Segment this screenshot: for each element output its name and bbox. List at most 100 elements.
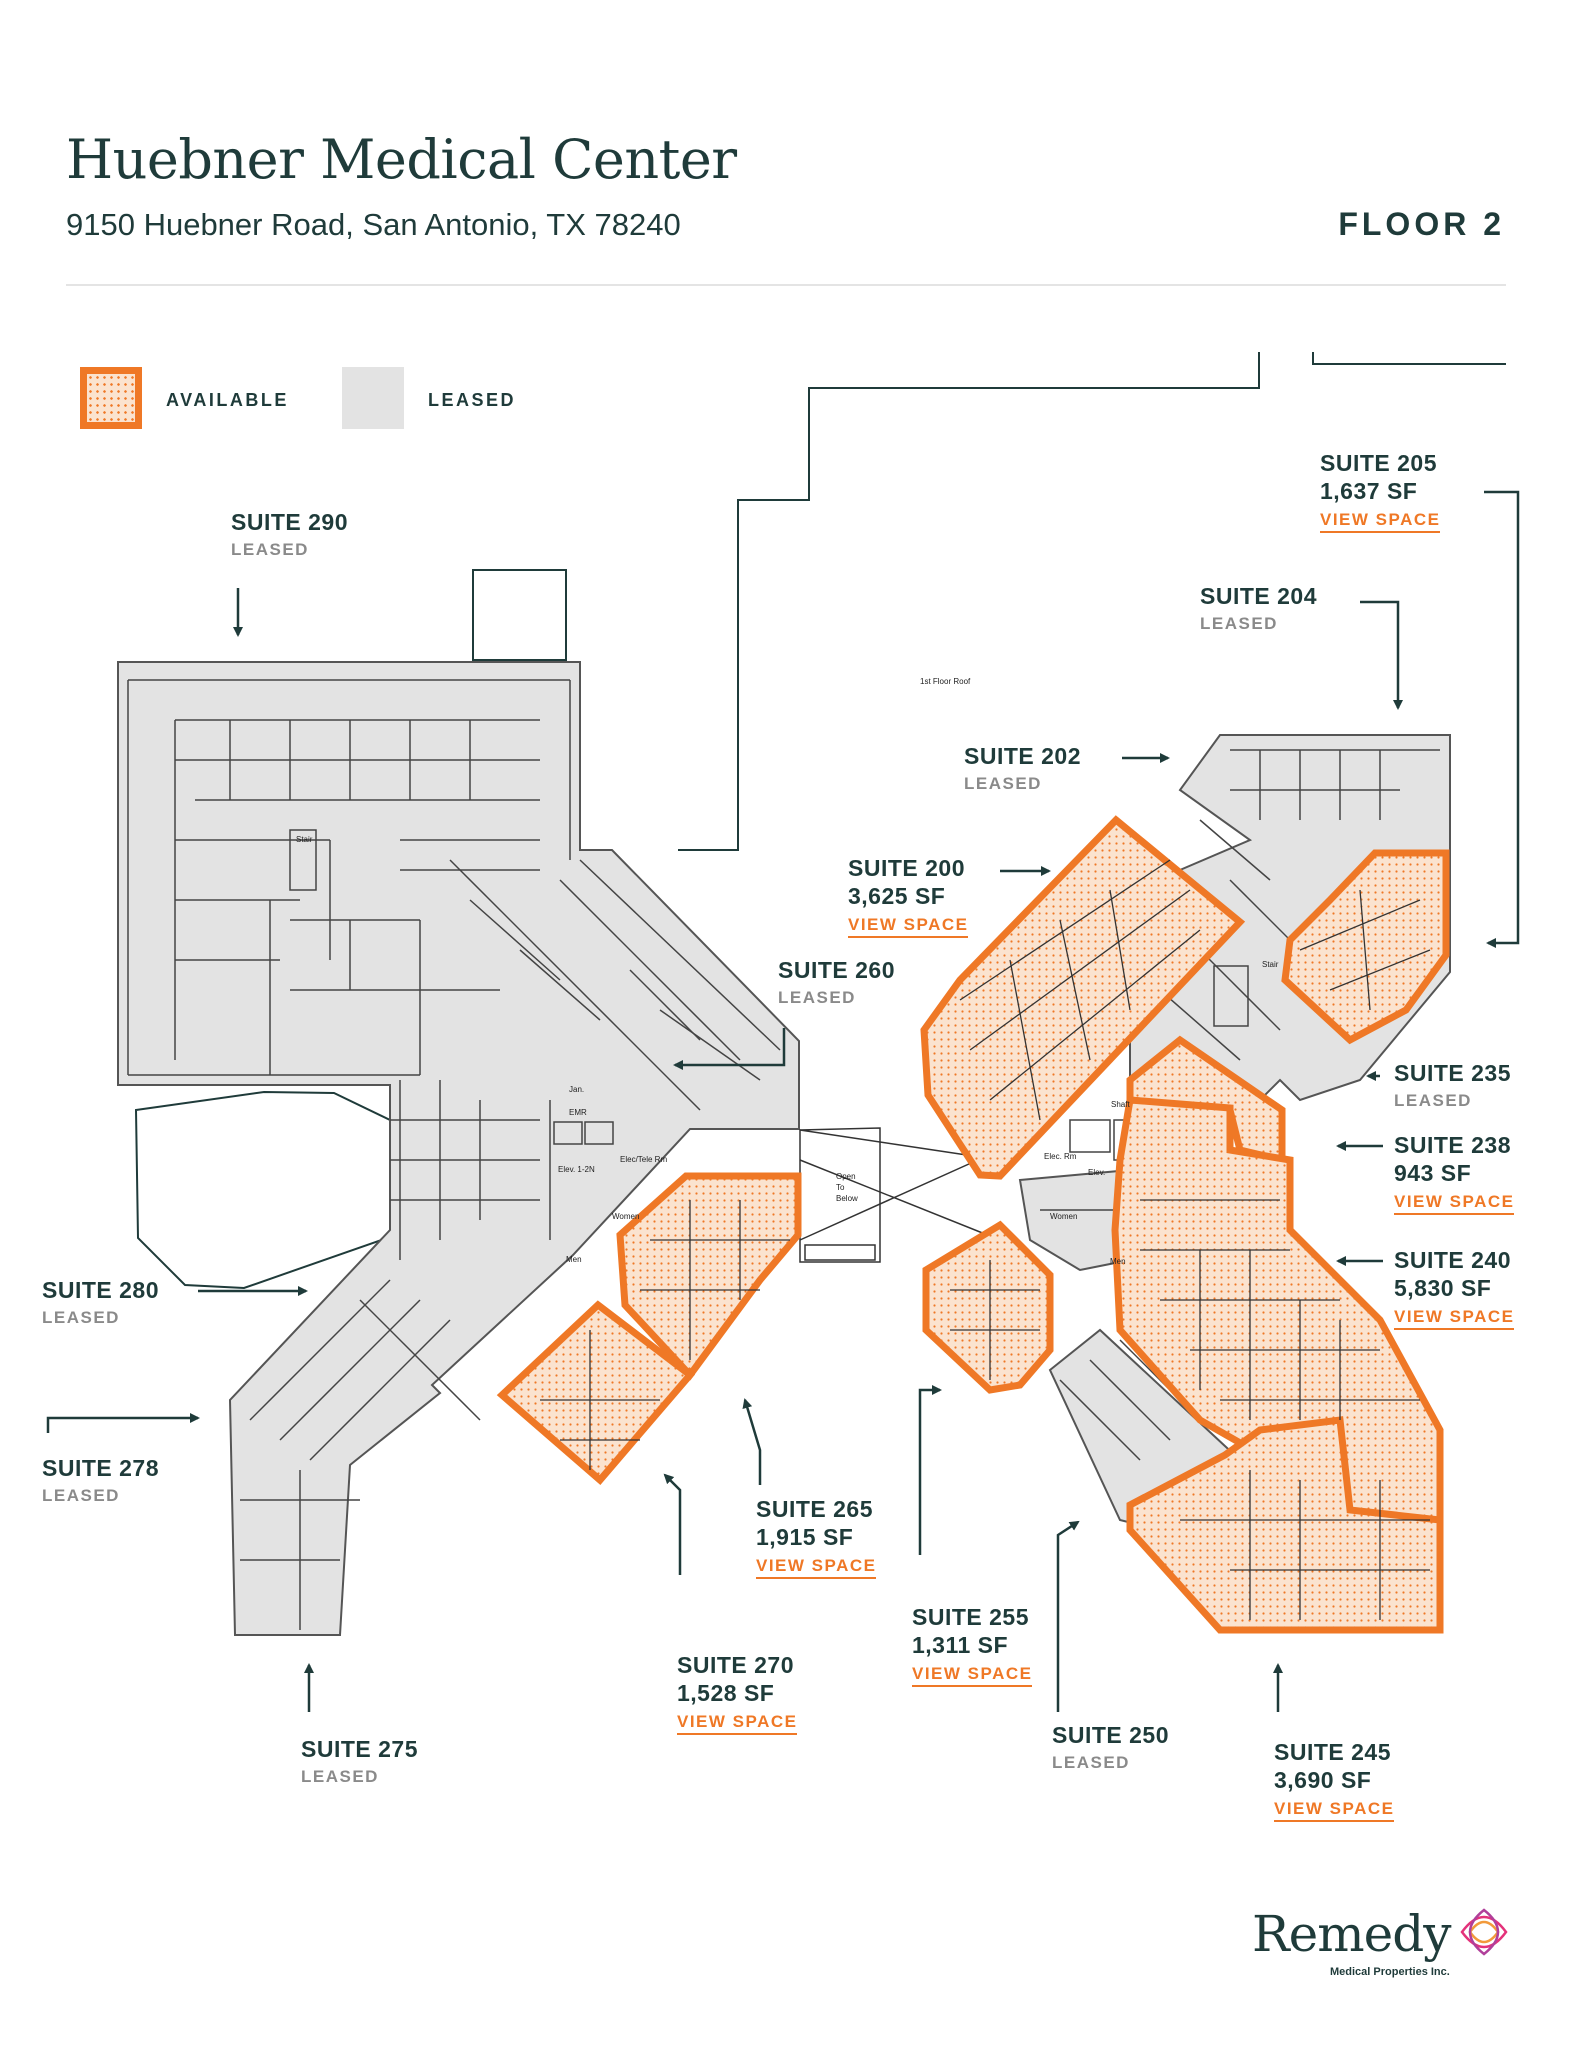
suite-name: SUITE 265: [756, 1496, 873, 1522]
emr-note: EMR: [569, 1108, 587, 1117]
suite-278-label: SUITE 278 LEASED: [42, 1455, 159, 1506]
shaft-note: Shaft: [1111, 1100, 1130, 1109]
suite-200-label: SUITE 200 3,625 SF VIEW SPACE: [848, 855, 969, 938]
suite-name: SUITE 200: [848, 855, 965, 881]
available-suites: [496, 815, 1450, 1634]
elec-tele-note: Elec/Tele Rm: [620, 1155, 668, 1164]
suite-status: LEASED: [301, 1766, 379, 1786]
suite-238-area: [1126, 1035, 1286, 1165]
suite-275-label: SUITE 275 LEASED: [301, 1736, 418, 1787]
suite-area: 3,625 SF: [848, 882, 946, 909]
suite-name: SUITE 204: [1200, 583, 1317, 609]
roof-note: 1st Floor Roof: [920, 677, 971, 686]
suite-area: 1,528 SF: [677, 1679, 775, 1706]
suite-name: SUITE 270: [677, 1652, 794, 1678]
suite-200-area: [920, 815, 1246, 1180]
suite-status: LEASED: [42, 1307, 120, 1327]
suite-245-label: SUITE 245 3,690 SF VIEW SPACE: [1274, 1739, 1395, 1822]
elec-rm-note: Elec. Rm: [1044, 1152, 1077, 1161]
suite-265-label: SUITE 265 1,915 SF VIEW SPACE: [756, 1496, 877, 1579]
suite-name: SUITE 202: [964, 743, 1081, 769]
suite-name: SUITE 235: [1394, 1060, 1511, 1086]
suite-name: SUITE 260: [778, 957, 895, 983]
stair-note-right: Stair: [1262, 960, 1279, 969]
suite-status: LEASED: [1200, 613, 1278, 633]
suite-name: SUITE 290: [231, 509, 348, 535]
suite-270-label: SUITE 270 1,528 SF VIEW SPACE: [677, 1652, 798, 1735]
suite-name: SUITE 245: [1274, 1739, 1391, 1765]
view-space-link-240[interactable]: VIEW SPACE: [1394, 1307, 1515, 1330]
women-note-right: Women: [1050, 1212, 1078, 1221]
suite-238-label: SUITE 238 943 SF VIEW SPACE: [1394, 1132, 1515, 1215]
suite-name: SUITE 238: [1394, 1132, 1511, 1158]
page-title: Huebner Medical Center: [66, 128, 737, 191]
men-note-left: Men: [566, 1255, 582, 1264]
view-space-link-255[interactable]: VIEW SPACE: [912, 1664, 1033, 1687]
men-note-right: Men: [1110, 1257, 1126, 1266]
suite-area: 3,690 SF: [1274, 1766, 1372, 1793]
suite-status: LEASED: [1394, 1090, 1472, 1110]
suite-status: LEASED: [964, 773, 1042, 793]
open-note-3: Below: [836, 1194, 858, 1203]
view-space-link-265[interactable]: VIEW SPACE: [756, 1556, 877, 1579]
building-address: 9150 Huebner Road, San Antonio, TX 78240: [66, 207, 681, 242]
remedy-logo-subtitle: Medical Properties Inc.: [1330, 1966, 1450, 1978]
legend-leased-swatch: [342, 367, 404, 429]
suite-245-area: [1126, 1416, 1444, 1634]
elev-note: Elev.: [1088, 1168, 1106, 1177]
view-space-link-245[interactable]: VIEW SPACE: [1274, 1799, 1395, 1822]
suite-area: 1,637 SF: [1320, 477, 1418, 504]
suite-area: 1,915 SF: [756, 1523, 854, 1550]
suite-250-label: SUITE 250 LEASED: [1052, 1722, 1169, 1773]
open-note-2: To: [836, 1183, 845, 1192]
suite-205-area: [1281, 849, 1450, 1045]
suite-area: 943 SF: [1394, 1159, 1472, 1186]
women-note-left: Women: [612, 1212, 640, 1221]
remedy-logo-icon: [1460, 1908, 1508, 1956]
suite-202-label: SUITE 202 LEASED: [964, 743, 1081, 794]
left-wing-leased: [117, 661, 800, 1636]
suite-status: LEASED: [42, 1485, 120, 1505]
legend-available-label: AVAILABLE: [166, 390, 289, 410]
view-space-link-238[interactable]: VIEW SPACE: [1394, 1192, 1515, 1215]
suite-280-label: SUITE 280 LEASED: [42, 1277, 159, 1328]
suite-area: 1,311 SF: [912, 1631, 1009, 1658]
jan-note: Jan.: [569, 1085, 585, 1094]
view-space-link-200[interactable]: VIEW SPACE: [848, 915, 969, 938]
suite-status: LEASED: [778, 987, 856, 1007]
suite-255-area: [922, 1220, 1054, 1394]
suite-status: LEASED: [1052, 1752, 1130, 1772]
suite-255-label: SUITE 255 1,311 SF VIEW SPACE: [912, 1604, 1033, 1687]
suite-name: SUITE 255: [912, 1604, 1029, 1630]
suite-290-label: SUITE 290 LEASED: [231, 509, 348, 560]
remedy-logo-text: Remedy: [1252, 1905, 1451, 1963]
suite-270-area: [496, 1300, 696, 1485]
view-space-link-270[interactable]: VIEW SPACE: [677, 1712, 798, 1735]
open-note-1: Open: [836, 1172, 856, 1181]
elev-left-note: Elev. 1-2N: [558, 1165, 595, 1174]
suite-name: SUITE 278: [42, 1455, 159, 1481]
view-space-link-205[interactable]: VIEW SPACE: [1320, 510, 1441, 533]
available-interior-walls: [540, 859, 1431, 1620]
suite-name: SUITE 280: [42, 1277, 159, 1303]
suite-235-label: SUITE 235 LEASED: [1394, 1060, 1511, 1111]
suite-area: 5,830 SF: [1394, 1274, 1492, 1301]
atrium: [799, 1127, 1001, 1263]
leader-arrows: [46, 490, 1520, 1712]
suite-204-label: SUITE 204 LEASED: [1200, 583, 1317, 634]
legend-available-swatch: [80, 367, 142, 429]
header-divider: [66, 284, 1506, 286]
suite-status: LEASED: [231, 539, 309, 559]
legend-leased-label: LEASED: [428, 390, 517, 410]
suite-name: SUITE 275: [301, 1736, 418, 1762]
suite-name: SUITE 240: [1394, 1247, 1511, 1273]
suite-260-label: SUITE 260 LEASED: [778, 957, 895, 1008]
suite-265-area: [616, 1172, 802, 1381]
suite-205-label: SUITE 205 1,637 SF VIEW SPACE: [1320, 450, 1441, 533]
floor-label: FLOOR 2: [1338, 206, 1505, 242]
suite-240-label: SUITE 240 5,830 SF VIEW SPACE: [1394, 1247, 1515, 1330]
suite-name: SUITE 205: [1320, 450, 1437, 476]
left-wing-walls: [127, 679, 781, 1630]
suite-name: SUITE 250: [1052, 1722, 1169, 1748]
